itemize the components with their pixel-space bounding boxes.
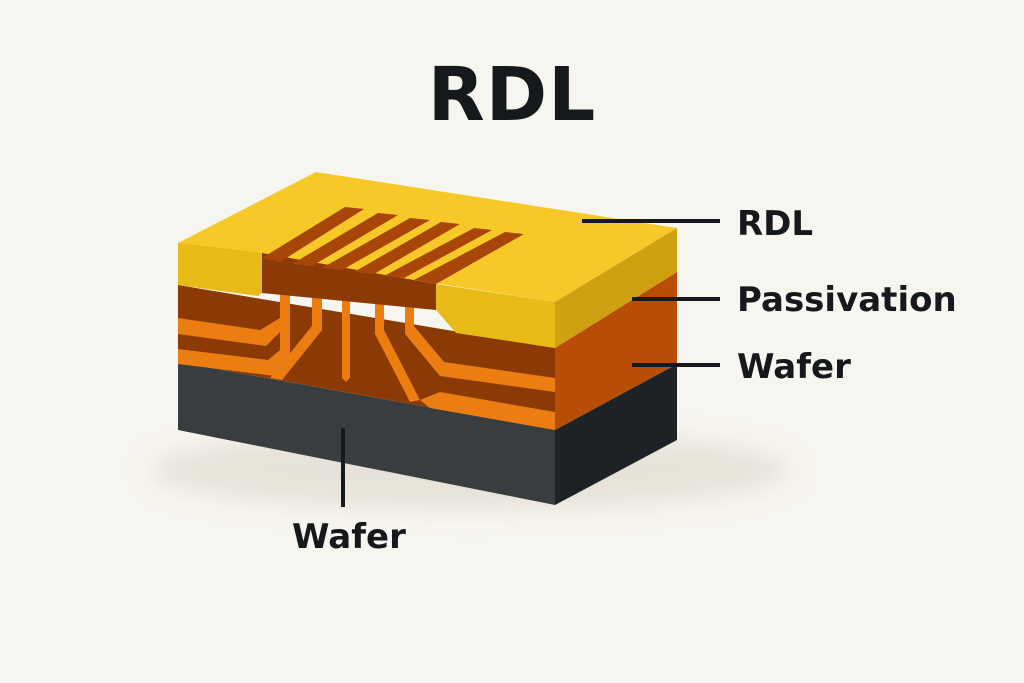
rdl-side-face bbox=[555, 228, 677, 348]
passivation-side-face bbox=[555, 272, 677, 430]
rdl-front-face-left bbox=[178, 243, 262, 296]
label-wafer-right: Wafer bbox=[737, 347, 851, 387]
trace-v5 bbox=[405, 270, 555, 392]
top-trace-1 bbox=[262, 207, 364, 262]
trace-left-upper bbox=[178, 318, 280, 346]
passivation-front-face bbox=[178, 285, 555, 430]
top-trace-3 bbox=[322, 218, 430, 270]
wafer-front-face bbox=[178, 362, 555, 505]
top-trace-5 bbox=[384, 228, 492, 278]
top-trace-6 bbox=[414, 232, 524, 284]
trench-floor bbox=[262, 253, 436, 310]
label-rdl: RDL bbox=[737, 204, 814, 244]
trace-right-lower bbox=[420, 392, 555, 430]
trace-left-lower bbox=[178, 342, 290, 376]
label-passivation: Passivation bbox=[737, 280, 957, 320]
diagram-title: RDL bbox=[427, 52, 597, 138]
rdl-front-face-right bbox=[436, 284, 555, 348]
top-trace-4 bbox=[354, 222, 460, 274]
label-wafer-bottom: Wafer bbox=[292, 517, 406, 557]
top-trace-2 bbox=[292, 213, 398, 266]
wafer-side-face bbox=[555, 364, 677, 505]
leader-lines bbox=[341, 219, 720, 507]
top-traces bbox=[262, 207, 524, 284]
